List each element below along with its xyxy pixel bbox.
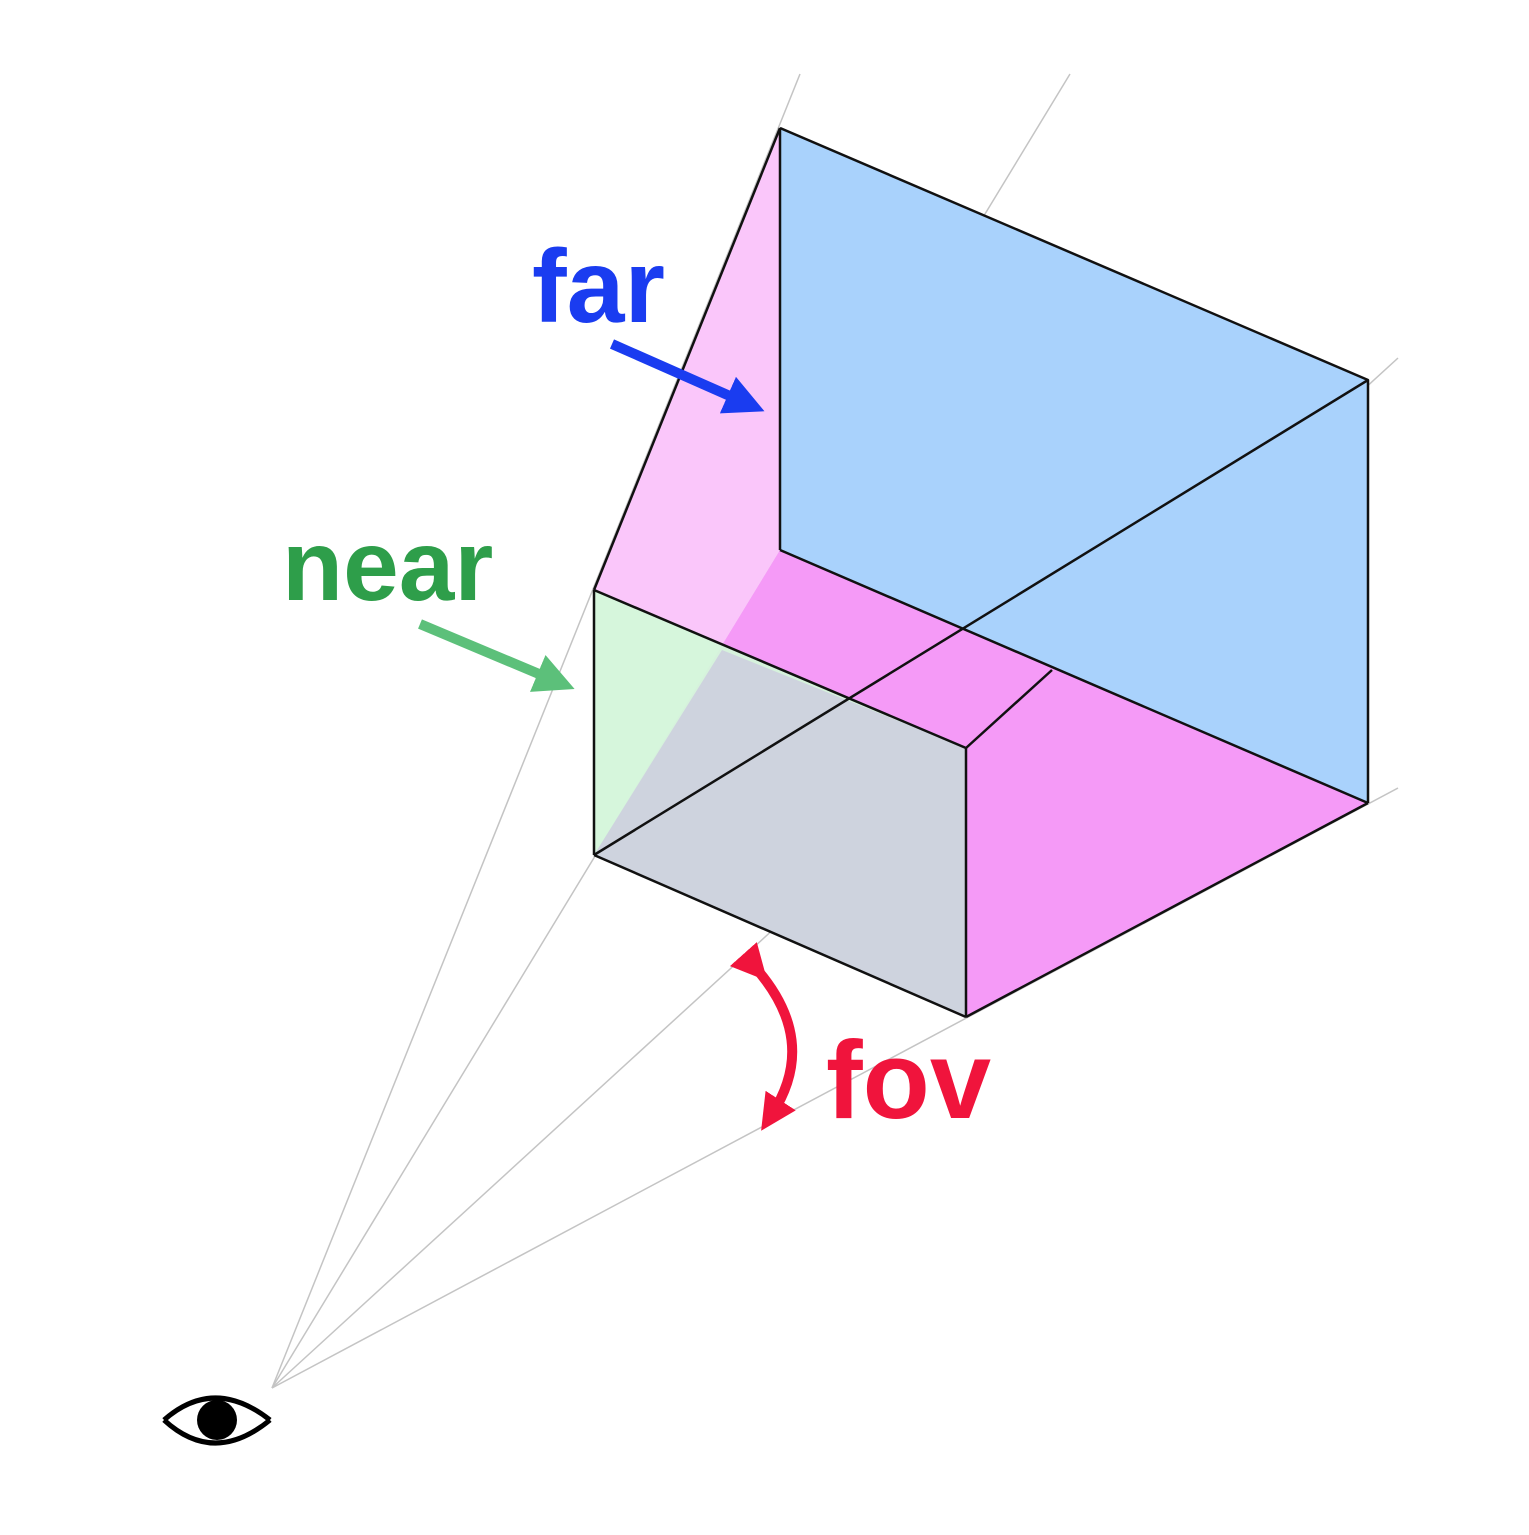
far-label: far [532, 229, 665, 345]
near-arrow [418, 619, 575, 692]
inner-diagonal-edge [593, 378, 1369, 857]
near-label: near [282, 510, 493, 622]
top-left-edge [592, 127, 782, 591]
fov-arc-arrow [729, 942, 798, 1131]
near-bottom-edge [593, 853, 967, 1019]
eye-icon [162, 1395, 272, 1446]
frustum [592, 126, 1370, 1019]
far-bottom-edge [779, 548, 1369, 805]
far-plane-face [780, 128, 1368, 803]
near-top-edge [593, 588, 967, 750]
bottom-right-edge [965, 801, 1369, 1019]
far-arrow [609, 339, 765, 414]
near-corner-edge [965, 669, 1053, 749]
fov-label: fov [826, 1019, 991, 1142]
ray-top-left [271, 73, 801, 1389]
front-shadow-face [594, 650, 966, 1017]
